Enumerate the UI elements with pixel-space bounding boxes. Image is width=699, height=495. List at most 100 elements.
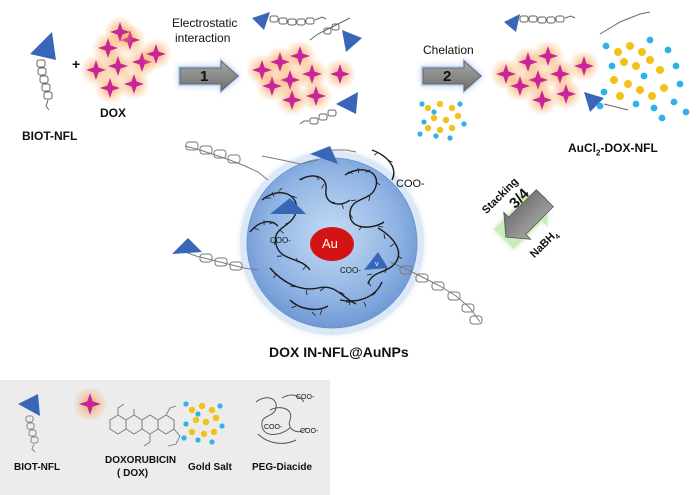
peg-tick bbox=[349, 299, 351, 306]
dox-star-icon bbox=[110, 22, 130, 42]
peg-tick bbox=[271, 191, 275, 197]
dox-cluster-product bbox=[490, 40, 600, 116]
legend-label-dox: ( DOX) bbox=[117, 468, 149, 479]
chloride-particle bbox=[433, 133, 439, 139]
dox-star-icon bbox=[290, 46, 310, 66]
chloride-particle bbox=[632, 100, 640, 108]
peg-tick bbox=[274, 239, 277, 245]
gold-particle bbox=[424, 104, 432, 112]
peg-tick bbox=[285, 221, 291, 225]
peg-tick bbox=[311, 311, 316, 316]
step1-arrow bbox=[178, 58, 240, 94]
peg-tick bbox=[339, 291, 345, 295]
dox-star-icon bbox=[496, 64, 516, 84]
step2-arrow bbox=[421, 58, 483, 94]
chloride-particle bbox=[457, 101, 463, 107]
chloride-particle bbox=[183, 421, 189, 427]
peg-tick bbox=[367, 273, 373, 276]
dox-star-icon bbox=[538, 46, 558, 66]
gold-particle bbox=[442, 116, 450, 124]
biot-nfl-label: BIOT-NFL bbox=[22, 129, 78, 143]
chloride-particle bbox=[650, 104, 658, 112]
chloride-particle bbox=[219, 423, 225, 429]
dox-star-icon bbox=[98, 38, 118, 58]
peg-tick bbox=[291, 305, 297, 309]
gold-salt-product bbox=[596, 36, 690, 122]
chloride-particle bbox=[602, 42, 610, 50]
chloride-particle bbox=[658, 114, 666, 122]
peg-tick bbox=[363, 301, 367, 307]
legend-gold-salt-icon bbox=[181, 401, 225, 445]
dox-star-icon bbox=[306, 86, 326, 106]
legend-peg-coo-left: COO- bbox=[264, 424, 283, 431]
peg-tick bbox=[319, 309, 323, 315]
peg-tick bbox=[289, 285, 295, 288]
au-core bbox=[310, 227, 354, 261]
gold-particle bbox=[624, 80, 632, 88]
chloride-particle bbox=[670, 98, 678, 106]
dox-star-icon bbox=[252, 60, 272, 80]
biotin-triangle-icon bbox=[336, 92, 358, 114]
chloride-particle bbox=[682, 108, 690, 116]
coo-right: COO- bbox=[340, 266, 361, 275]
biotin-triangle-icon bbox=[504, 14, 520, 32]
biotin-triangle-icon bbox=[270, 198, 306, 214]
gold-particle bbox=[188, 406, 196, 414]
dox-star-icon bbox=[270, 52, 290, 72]
dox-star-icon bbox=[556, 84, 576, 104]
gold-particle bbox=[616, 92, 624, 100]
dox-star-icon bbox=[282, 90, 302, 110]
legend-panel bbox=[0, 380, 330, 495]
peg-tick bbox=[384, 267, 387, 273]
dox-star-icon bbox=[302, 64, 322, 84]
gold-particle bbox=[212, 414, 220, 422]
chloride-particle bbox=[195, 411, 201, 417]
plus-sign: + bbox=[72, 56, 81, 72]
step2-text: Chelation bbox=[423, 43, 474, 57]
peg-tick bbox=[365, 169, 371, 173]
gold-particle bbox=[648, 92, 656, 100]
biot-nfl-molecule bbox=[30, 32, 56, 111]
gold-particle bbox=[646, 56, 654, 64]
peg-tick bbox=[291, 195, 297, 199]
gold-salt-cluster bbox=[417, 100, 467, 141]
gold-particle bbox=[188, 428, 196, 436]
gold-particle bbox=[436, 100, 444, 108]
step1-number: 1 bbox=[200, 68, 209, 85]
gold-particle bbox=[448, 104, 456, 112]
chloride-particle bbox=[419, 101, 425, 107]
step2-number: 2 bbox=[443, 68, 452, 85]
peg-tick bbox=[375, 181, 381, 186]
chloride-particle bbox=[672, 62, 680, 70]
peg-tick bbox=[299, 177, 305, 180]
peg-tick bbox=[295, 257, 299, 263]
peg-tick bbox=[373, 151, 379, 156]
peg-tick bbox=[357, 167, 359, 174]
dox-star-icon bbox=[146, 44, 166, 64]
coo-left: COO- bbox=[270, 236, 291, 245]
dox-label: DOX bbox=[100, 106, 127, 120]
biotin-triangle-icon bbox=[252, 12, 270, 30]
peg-tick bbox=[372, 291, 377, 296]
biotin-triangle-icon bbox=[364, 252, 388, 270]
chloride-particle bbox=[664, 46, 672, 54]
gold-particle bbox=[448, 124, 456, 132]
peg-tick bbox=[349, 213, 353, 219]
step1-text-line1: Electrostatic bbox=[172, 16, 238, 30]
dox-star-icon bbox=[550, 64, 570, 84]
chloride-particle bbox=[421, 119, 427, 125]
gold-particle bbox=[626, 42, 634, 50]
chloride-particle bbox=[600, 88, 608, 96]
dox-star-icon bbox=[132, 52, 152, 72]
dox-cluster bbox=[80, 16, 172, 104]
peg-tick bbox=[367, 281, 372, 287]
dox-star-icon bbox=[124, 74, 144, 94]
gold-particle bbox=[454, 112, 462, 120]
peg-tick bbox=[397, 255, 403, 260]
product-label-sub: 2 bbox=[596, 148, 601, 158]
gold-particle bbox=[614, 48, 622, 56]
gold-particle bbox=[202, 418, 210, 426]
product-label-suffix: -DOX-NFL bbox=[600, 141, 658, 155]
chloride-particle bbox=[608, 62, 616, 70]
peg-tick bbox=[305, 289, 308, 295]
